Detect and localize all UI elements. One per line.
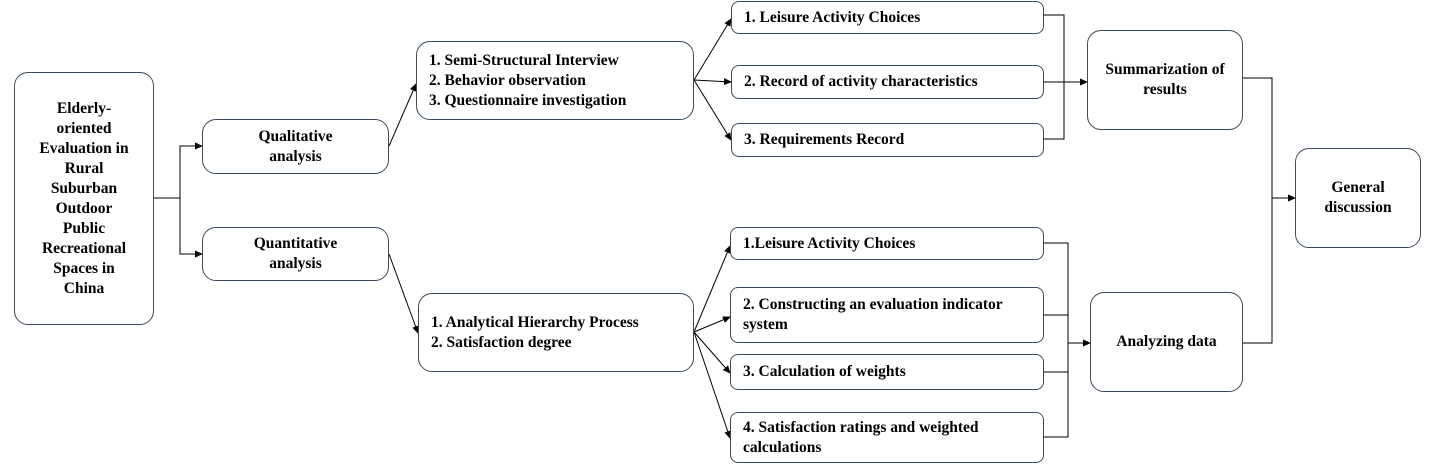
connector-quant-merge xyxy=(1044,242,1069,438)
analyzing-data-node: Analyzing data xyxy=(1090,292,1243,392)
quantitative-step-label: 3. Calculation of weights xyxy=(743,363,906,380)
qualitative-step-3-node: 3. Requirements Record xyxy=(731,123,1044,157)
connector-qual-step-2 xyxy=(693,78,732,86)
quantitative-analysis-label: Quantitative analysis xyxy=(253,235,338,272)
quantitative-step-2-node: 2. Constructing an evaluation indicator … xyxy=(730,287,1044,343)
connector-quant-step-4 xyxy=(693,331,732,439)
qualitative-step-2-node: 2. Record of activity characteristics xyxy=(731,65,1044,99)
qualitative-analysis-node: Qualitative analysis xyxy=(202,119,389,174)
general-discussion-node: General discussion xyxy=(1295,148,1421,248)
qualitative-step-label: 3. Requirements Record xyxy=(744,131,905,148)
connector-quant-step-3 xyxy=(693,331,731,374)
qualitative-method-item: 2. Behavior observation xyxy=(429,71,586,89)
quantitative-step-label: 1.Leisure Activity Choices xyxy=(743,234,916,252)
connector-qualitative-methods xyxy=(388,83,417,147)
connector-to-discussion xyxy=(1243,77,1295,344)
quantitative-step-1-node: 1.Leisure Activity Choices xyxy=(730,227,1044,260)
connector-root-branch xyxy=(154,142,203,199)
qualitative-method-item: 3. Questionnaire investigation xyxy=(429,91,627,109)
connector-qual-merge xyxy=(1044,14,1065,140)
root-node-label: Elderly-oriented Evaluation in Rural Sub… xyxy=(39,99,129,297)
analyzing-data-label: Analyzing data xyxy=(1116,333,1217,350)
connector-quant-step-1 xyxy=(693,245,731,333)
quantitative-analysis-node: Quantitative analysis xyxy=(202,227,389,281)
qualitative-step-1-node: 1. Leisure Activity Choices xyxy=(731,1,1044,34)
qualitative-step-label: 1. Leisure Activity Choices xyxy=(744,8,921,26)
qualitative-method-item: 1. Semi-Structural Interview xyxy=(429,51,619,69)
qualitative-analysis-label: Qualitative analysis xyxy=(258,127,333,165)
qualitative-step-label: 2. Record of activity characteristics xyxy=(744,73,978,90)
connector-root-quantitative xyxy=(179,198,203,258)
connector-qual-step-1 xyxy=(693,18,732,81)
summarization-node: Summarization of results xyxy=(1087,30,1243,130)
quantitative-step-label: 4. Satisfaction ratings and weighted cal… xyxy=(743,418,979,456)
quantitative-method-item: 1. Analytical Hierarchy Process xyxy=(431,313,639,331)
summarization-label: Summarization of results xyxy=(1105,61,1225,98)
connector-quant-step-2 xyxy=(693,316,731,333)
quantitative-step-label: 2. Constructing an evaluation indicator … xyxy=(743,296,1003,333)
general-discussion-label: General discussion xyxy=(1324,179,1392,216)
quantitative-methods-node: 1. Analytical Hierarchy Process 2. Satis… xyxy=(418,293,694,372)
quantitative-step-3-node: 3. Calculation of weights xyxy=(730,354,1044,390)
root-node: Elderly-oriented Evaluation in Rural Sub… xyxy=(14,72,154,325)
connector-quantitative-methods xyxy=(388,253,419,334)
connector-qual-step-3 xyxy=(693,79,732,141)
qualitative-methods-node: 1. Semi-Structural Interview 2. Behavior… xyxy=(416,41,694,120)
quantitative-method-item: 2. Satisfaction degree xyxy=(431,333,572,351)
quantitative-step-4-node: 4. Satisfaction ratings and weighted cal… xyxy=(730,412,1044,463)
